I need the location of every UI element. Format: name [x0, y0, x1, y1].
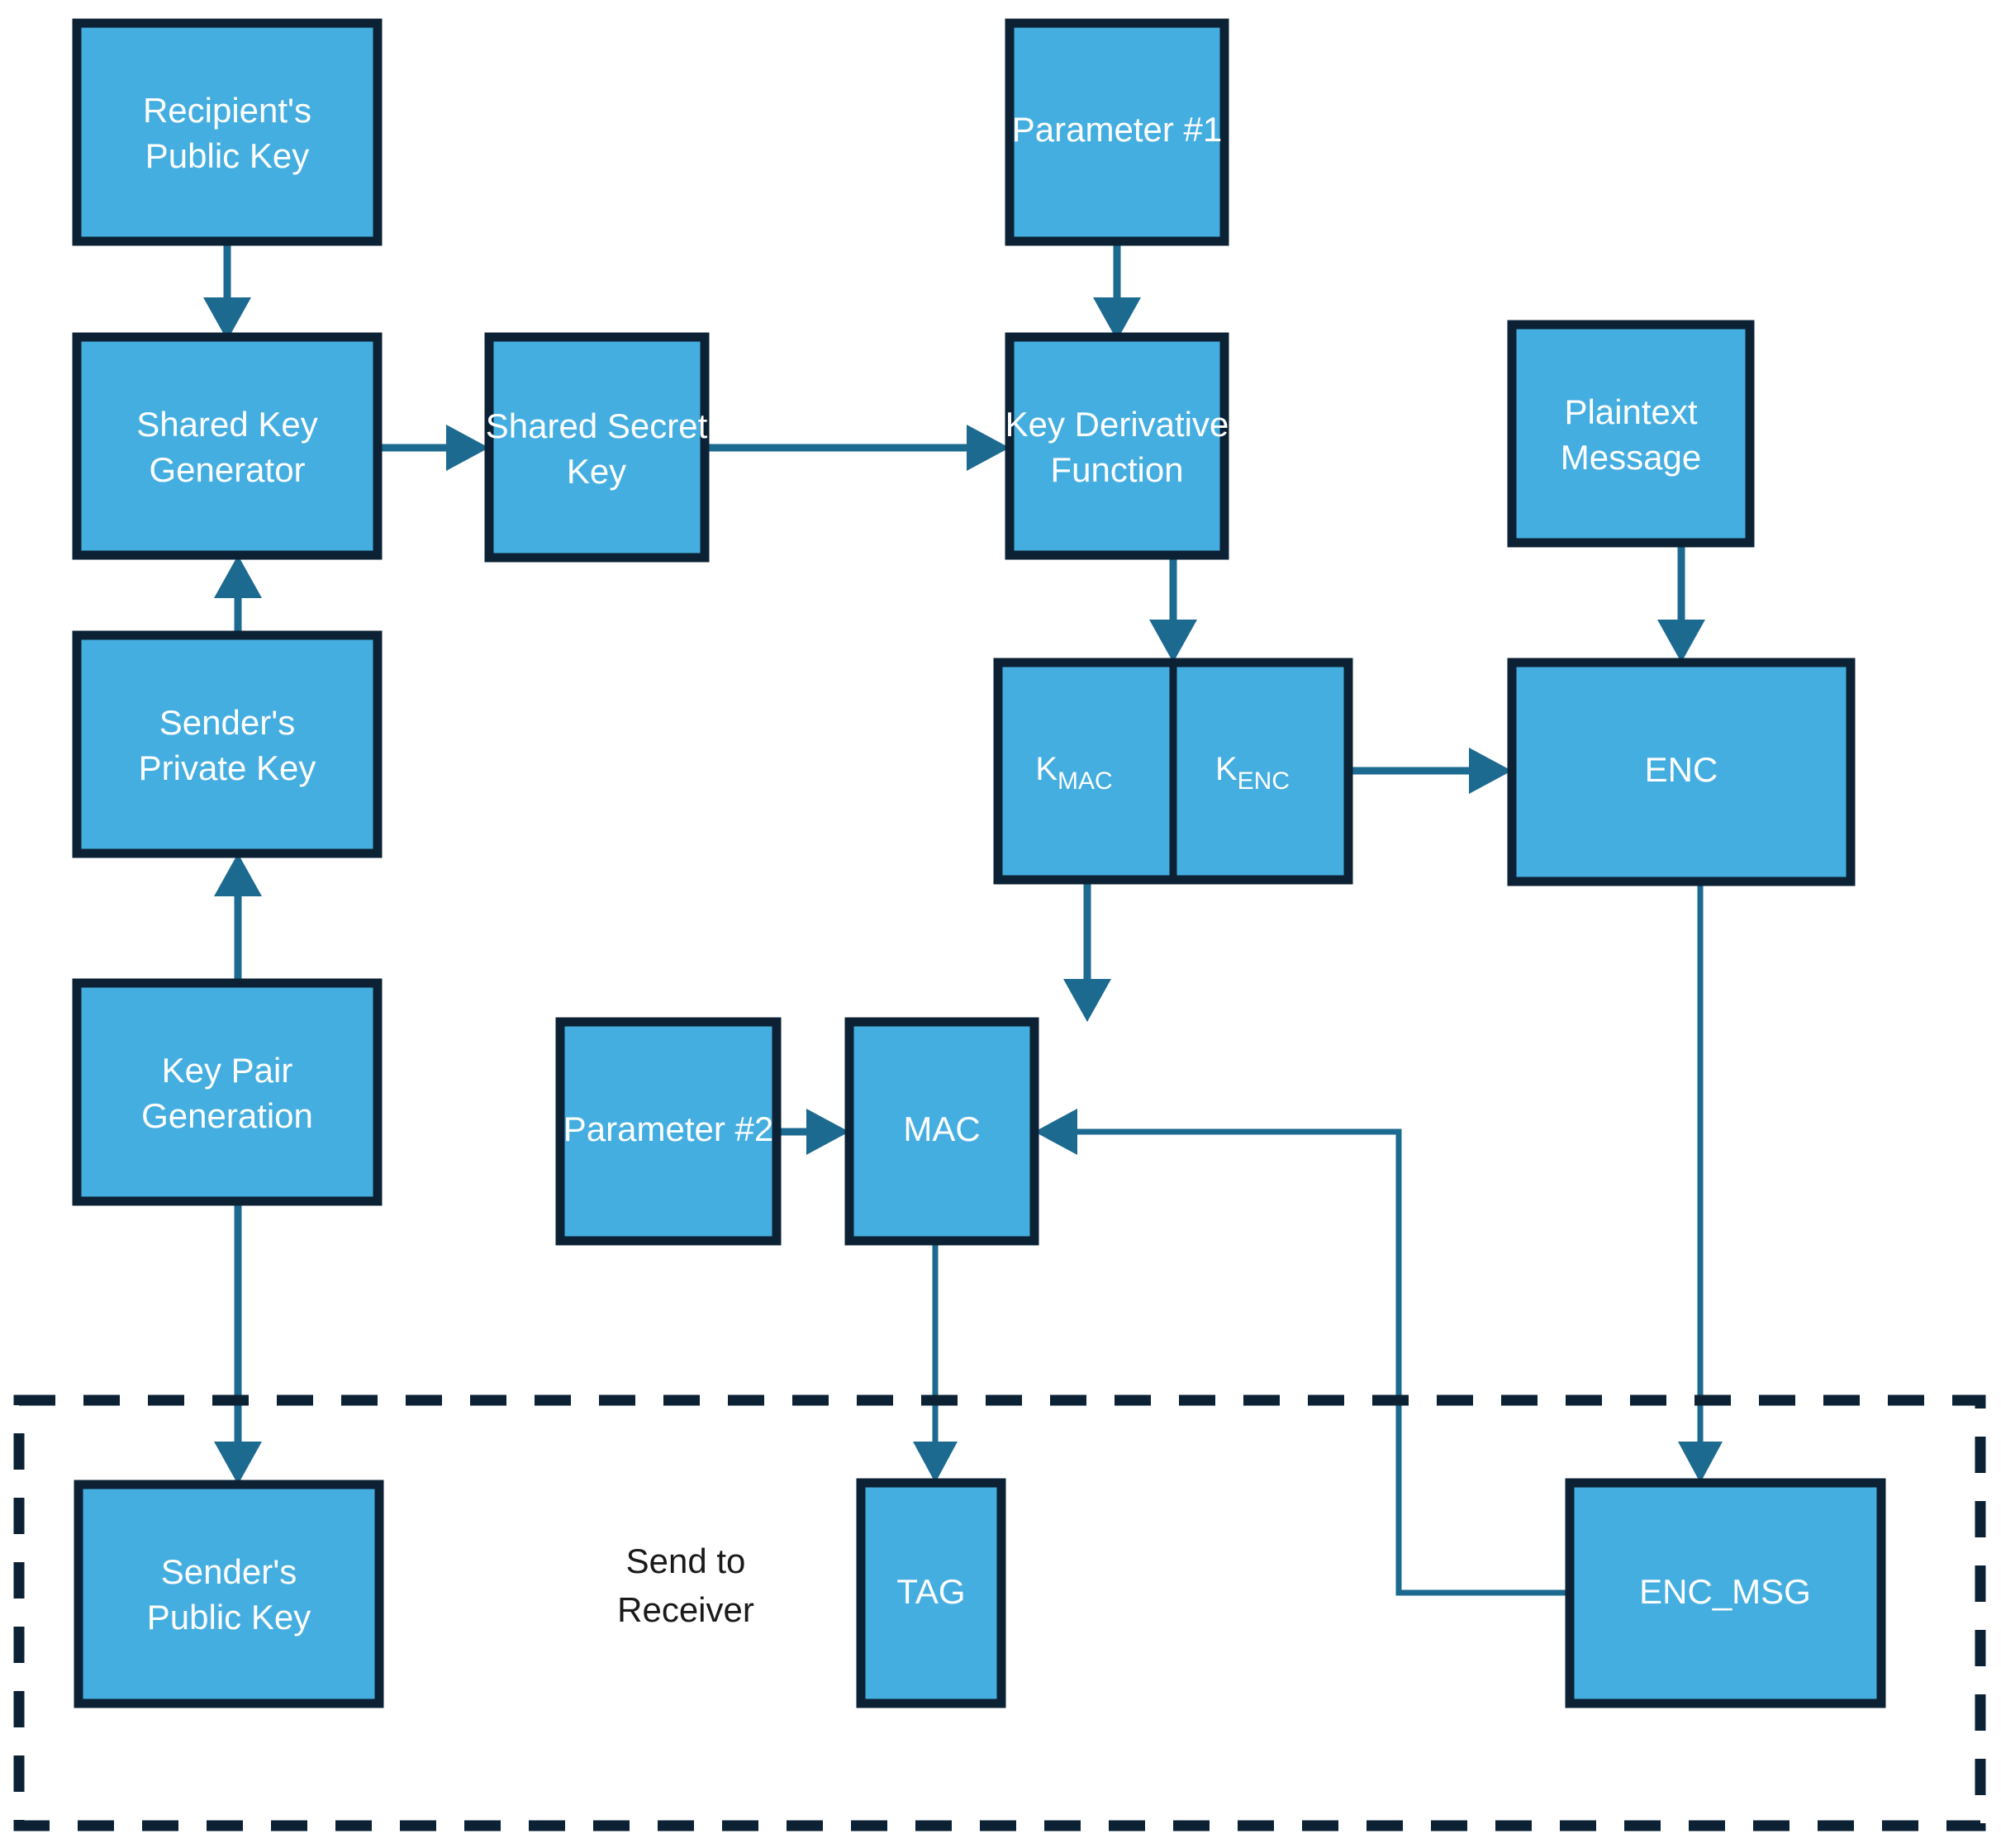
node-key-pair-generation[interactable]: Key Pair Generation: [72, 978, 383, 1206]
send-to-receiver-label: Send to Receiver: [617, 1542, 754, 1629]
node-derived-keys[interactable]: KMAC KENC: [993, 658, 1353, 885]
node-label-plaintext-message-line1: Plaintext: [1564, 392, 1697, 431]
node-label-enc-msg: ENC_MSG: [1639, 1572, 1811, 1611]
node-plaintext-message[interactable]: Plaintext Message: [1507, 320, 1755, 548]
node-label-plaintext-message-line2: Message: [1561, 438, 1701, 477]
connector-plaintext-to-enc: [1657, 543, 1705, 663]
node-label-shared-key-generator-line2: Generator: [149, 450, 305, 489]
node-mac[interactable]: MAC: [844, 1017, 1039, 1246]
node-label-key-pair-generation-line1: Key Pair: [162, 1051, 293, 1090]
node-label-senders-public-key-line1: Sender's: [161, 1552, 297, 1591]
node-recipient-public-key[interactable]: Recipient's Public Key: [72, 18, 383, 246]
node-shared-secret-key[interactable]: Shared Secret Key: [484, 332, 710, 563]
node-enc[interactable]: ENC: [1507, 658, 1856, 886]
node-label-k-mac: KMAC: [1035, 751, 1112, 795]
connector-key-pair-generation-to-senders-public-key: [214, 1201, 262, 1485]
connector-senders-private-key-to-shared-key-generator: [214, 555, 262, 635]
connector-recipient-key-to-shared-key-generator: [203, 241, 251, 340]
node-label-tag: TAG: [896, 1572, 965, 1611]
connector-kdf-to-derived-keys: [1149, 555, 1197, 663]
connector-mac-to-tag: [913, 1241, 958, 1483]
node-label-shared-secret-key-line2: Key: [567, 452, 626, 491]
connector-parameter1-to-kdf: [1093, 241, 1141, 340]
connector-parameter2-to-mac: [777, 1109, 849, 1155]
node-label-key-pair-generation-line2: Generation: [141, 1096, 313, 1135]
node-label-shared-secret-key-line1: Shared Secret: [486, 406, 708, 445]
node-enc-msg[interactable]: ENC_MSG: [1565, 1478, 1886, 1708]
node-tag[interactable]: TAG: [856, 1478, 1006, 1708]
node-label-key-derivative-function-line2: Function: [1050, 450, 1183, 489]
node-label-mac: MAC: [903, 1109, 980, 1148]
node-label-senders-public-key-line2: Public Key: [147, 1598, 311, 1637]
connector-enc-to-enc-msg: [1678, 881, 1723, 1483]
node-senders-public-key[interactable]: Sender's Public Key: [74, 1480, 384, 1708]
connector-shared-secret-key-to-kdf: [705, 425, 1010, 471]
send-to-receiver-label-line1: Send to: [626, 1542, 746, 1580]
connector-shared-key-generator-to-shared-secret-key: [378, 425, 489, 471]
node-label-k-enc: KENC: [1215, 751, 1290, 795]
node-parameter-2[interactable]: Parameter #2: [555, 1017, 782, 1246]
node-key-derivative-function[interactable]: Key Derivative Function: [1005, 332, 1229, 560]
connector-key-pair-generation-to-senders-private-key: [214, 853, 262, 983]
node-shared-key-generator[interactable]: Shared Key Generator: [72, 332, 383, 560]
node-senders-private-key[interactable]: Sender's Private Key: [72, 630, 383, 858]
node-parameter-1[interactable]: Parameter #1: [1005, 18, 1229, 246]
node-label-recipient-public-key-line2: Public Key: [145, 136, 309, 175]
connector-kmac-to-mac: [1063, 880, 1111, 1022]
node-label-enc: ENC: [1645, 750, 1718, 789]
send-to-receiver-boundary: [13, 1394, 1986, 1831]
node-label-parameter-1: Parameter #1: [1012, 110, 1222, 149]
node-label-parameter-2: Parameter #2: [563, 1109, 773, 1148]
node-label-recipient-public-key-line1: Recipient's: [143, 91, 311, 130]
connector-kenc-to-enc: [1348, 748, 1512, 794]
connector-enc-msg-to-mac: [1034, 1109, 1570, 1596]
node-label-shared-key-generator-line1: Shared Key: [136, 405, 317, 444]
node-label-senders-private-key-line2: Private Key: [139, 748, 316, 787]
node-label-key-derivative-function-line1: Key Derivative: [1005, 405, 1229, 444]
node-label-senders-private-key-line1: Sender's: [159, 703, 295, 742]
send-to-receiver-label-line2: Receiver: [617, 1590, 754, 1629]
